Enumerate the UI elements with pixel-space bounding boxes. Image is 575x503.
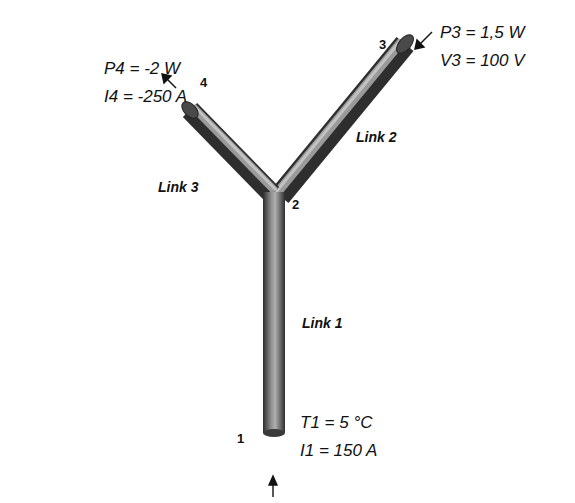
value-label: I1 = 150 A <box>300 442 377 459</box>
link-label: Link 2 <box>356 130 396 144</box>
value-label: V3 = 100 V <box>440 52 525 69</box>
link-label: Link 3 <box>158 180 198 194</box>
link-label: Link 1 <box>302 316 342 330</box>
point-number: 4 <box>200 76 207 89</box>
point-number: 3 <box>379 38 386 51</box>
point-number: 1 <box>237 432 244 445</box>
value-label: P3 = 1,5 W <box>440 24 525 41</box>
value-label: T1 = 5 °C <box>300 414 372 431</box>
point-number: 2 <box>292 198 299 211</box>
value-label: I4 = -250 A <box>104 88 187 105</box>
value-label: P4 = -2 W <box>104 60 180 77</box>
